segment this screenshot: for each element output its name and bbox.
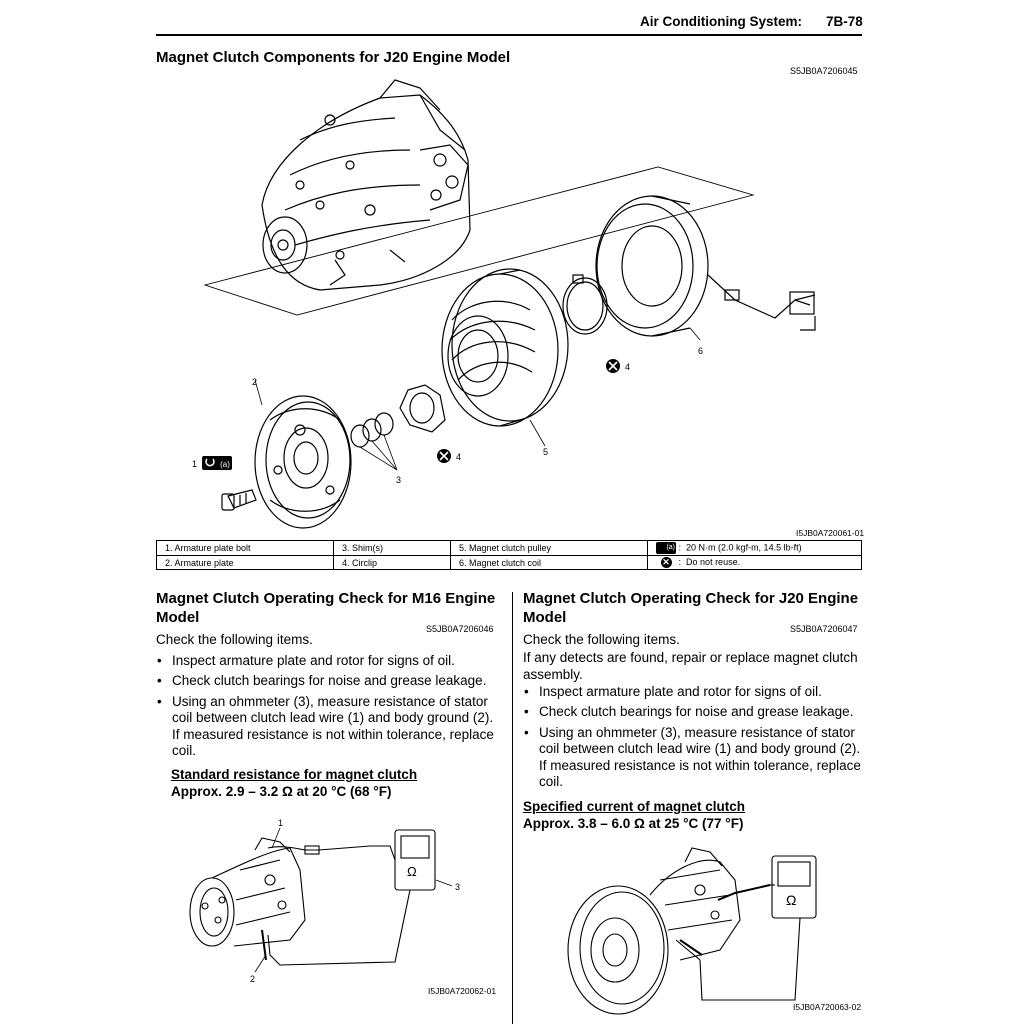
column-divider [512,592,513,1024]
list-item: Using an ohmmeter (3), measure resistanc… [156,694,501,760]
torque-icon: (a) [202,456,232,470]
figure1-id: I5JB0A720061-01 [796,528,865,538]
ohm-symbol: Ω [407,864,417,879]
right-section-ref: S5JB0A7206047 [790,624,858,634]
left-section-title: Magnet Clutch Operating Check for M16 En… [156,590,496,626]
legend-cell: ✕ : Do not reuse. [647,554,862,571]
section1-title: Magnet Clutch Components for J20 Engine … [156,49,511,66]
svg-text:(a): (a) [220,460,230,469]
list-item: Check clutch bearings for noise and grea… [523,704,868,721]
header-rule [156,34,862,36]
legend-noreuse-text: Do not reuse. [686,557,741,567]
callout-3: 3 [396,475,402,485]
left-spec-label: Standard resistance for magnet clutch [171,767,418,782]
callout-5: 5 [543,447,549,457]
legend-sep: : [678,557,682,567]
right-intro-1: Check the following items. [523,632,680,647]
left-section-ref: S5JB0A7206046 [426,624,494,634]
right-spec-label: Specified current of magnet clutch [523,799,746,814]
left-figure-id: I5JB0A720062-01 [428,986,497,996]
legend-sep: : [678,542,682,553]
legend-cell: 6. Magnet clutch coil [450,554,648,571]
callout-4b: 4 [456,452,462,462]
exploded-view-figure: (a) [202,79,816,529]
legend-table: 1. Armature plate bolt 3. Shim(s) 5. Mag… [156,540,862,571]
right-bullet-list: Inspect armature plate and rotor for sig… [523,684,868,794]
right-section-title: Magnet Clutch Operating Check for J20 En… [523,590,859,626]
header-title: Air Conditioning System: [640,14,802,29]
page-number: 7B-78 [826,14,863,29]
callout-2: 2 [252,377,258,387]
legend-row: 2. Armature plate 4. Circlip 6. Magnet c… [156,554,862,571]
list-item: Check clutch bearings for noise and grea… [156,673,501,690]
no-reuse-icon: ✕ [660,557,672,569]
left-intro: Check the following items. [156,632,313,647]
right-figure-id: I5JB0A720063-02 [793,1002,862,1012]
left-callout-1: 1 [278,818,284,828]
callout-6: 6 [698,346,704,356]
callout-1: 1 [192,459,198,469]
list-item: Using an ohmmeter (3), measure resistanc… [523,725,868,791]
list-item: Inspect armature plate and rotor for sig… [156,653,501,670]
left-callout-2: 2 [250,974,256,984]
right-spec-value: Approx. 3.8 – 6.0 Ω at 25 °C (77 °F) [523,816,744,831]
left-callout-3: 3 [455,882,461,892]
legend-torque-value: 20 N·m (2.0 kgf-m, 14.5 lb-ft) [686,542,802,553]
list-item: Inspect armature plate and rotor for sig… [523,684,868,701]
torque-icon: (a) [656,542,676,554]
right-intro-2: If any detects are found, repair or repl… [523,650,858,682]
no-reuse-icon [437,359,620,463]
left-bullet-list: Inspect armature plate and rotor for sig… [156,653,501,763]
left-spec-value: Approx. 2.9 – 3.2 Ω at 20 °C (68 °F) [171,784,392,799]
legend-cell: 2. Armature plate [156,554,334,571]
callout-4a: 4 [625,362,631,372]
ohm-symbol: Ω [786,892,797,908]
section1-ref: S5JB0A7206045 [790,66,858,76]
